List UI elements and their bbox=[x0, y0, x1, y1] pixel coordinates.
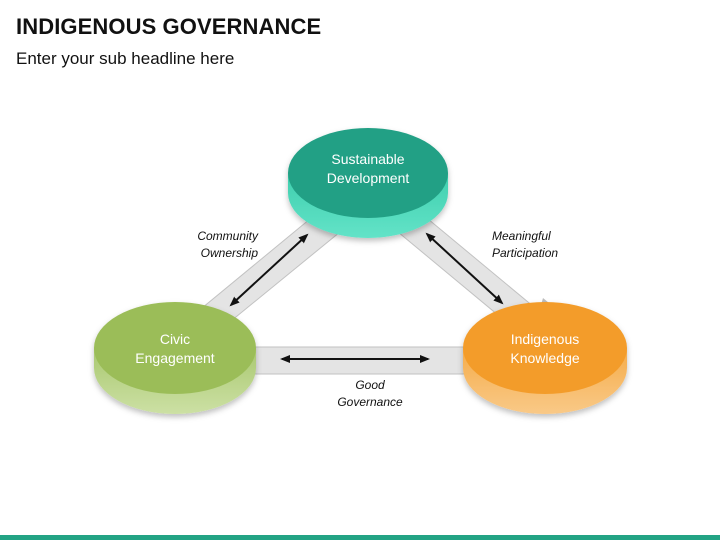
page-subtitle: Enter your sub headline here bbox=[16, 49, 235, 68]
cylinder-sustainable-development bbox=[288, 128, 448, 238]
node-label-line2: Knowledge bbox=[510, 350, 580, 366]
connector-good-governance bbox=[239, 346, 486, 375]
node-label-line2: Engagement bbox=[135, 350, 215, 366]
node-label-line1: Sustainable bbox=[331, 151, 405, 167]
label-community-ownership: Community Ownership bbox=[168, 228, 258, 262]
label-meaningful-participation: Meaningful Participation bbox=[492, 228, 592, 262]
label-good-governance: Good Governance bbox=[315, 377, 425, 411]
connector-label-line1: Community bbox=[197, 229, 258, 243]
node-label-line2: Development bbox=[326, 170, 410, 186]
node-label-line1: Civic bbox=[159, 331, 191, 347]
node-sustainable-development: Sustainable Development bbox=[288, 150, 448, 188]
node-label-line1: Indigenous bbox=[510, 331, 580, 347]
connector-label-line1: Good bbox=[355, 378, 385, 392]
connector-label-line2: Governance bbox=[337, 395, 403, 409]
double-arrow-icon bbox=[229, 233, 309, 307]
cylinder-indigenous-knowledge bbox=[463, 302, 627, 414]
connector-label-line2: Ownership bbox=[200, 246, 258, 260]
node-indigenous-knowledge: Indigenous Knowledge bbox=[465, 330, 625, 368]
double-arrow-icon bbox=[425, 232, 504, 305]
node-civic-engagement: Civic Engagement bbox=[95, 330, 255, 368]
connector-label-line2: Participation bbox=[492, 246, 559, 260]
connector-label-line1: Meaningful bbox=[492, 229, 551, 243]
footer-accent-bar bbox=[0, 535, 720, 540]
cylinder-civic-engagement bbox=[94, 302, 256, 414]
page-title: INDIGENOUS GOVERNANCE bbox=[16, 14, 322, 39]
